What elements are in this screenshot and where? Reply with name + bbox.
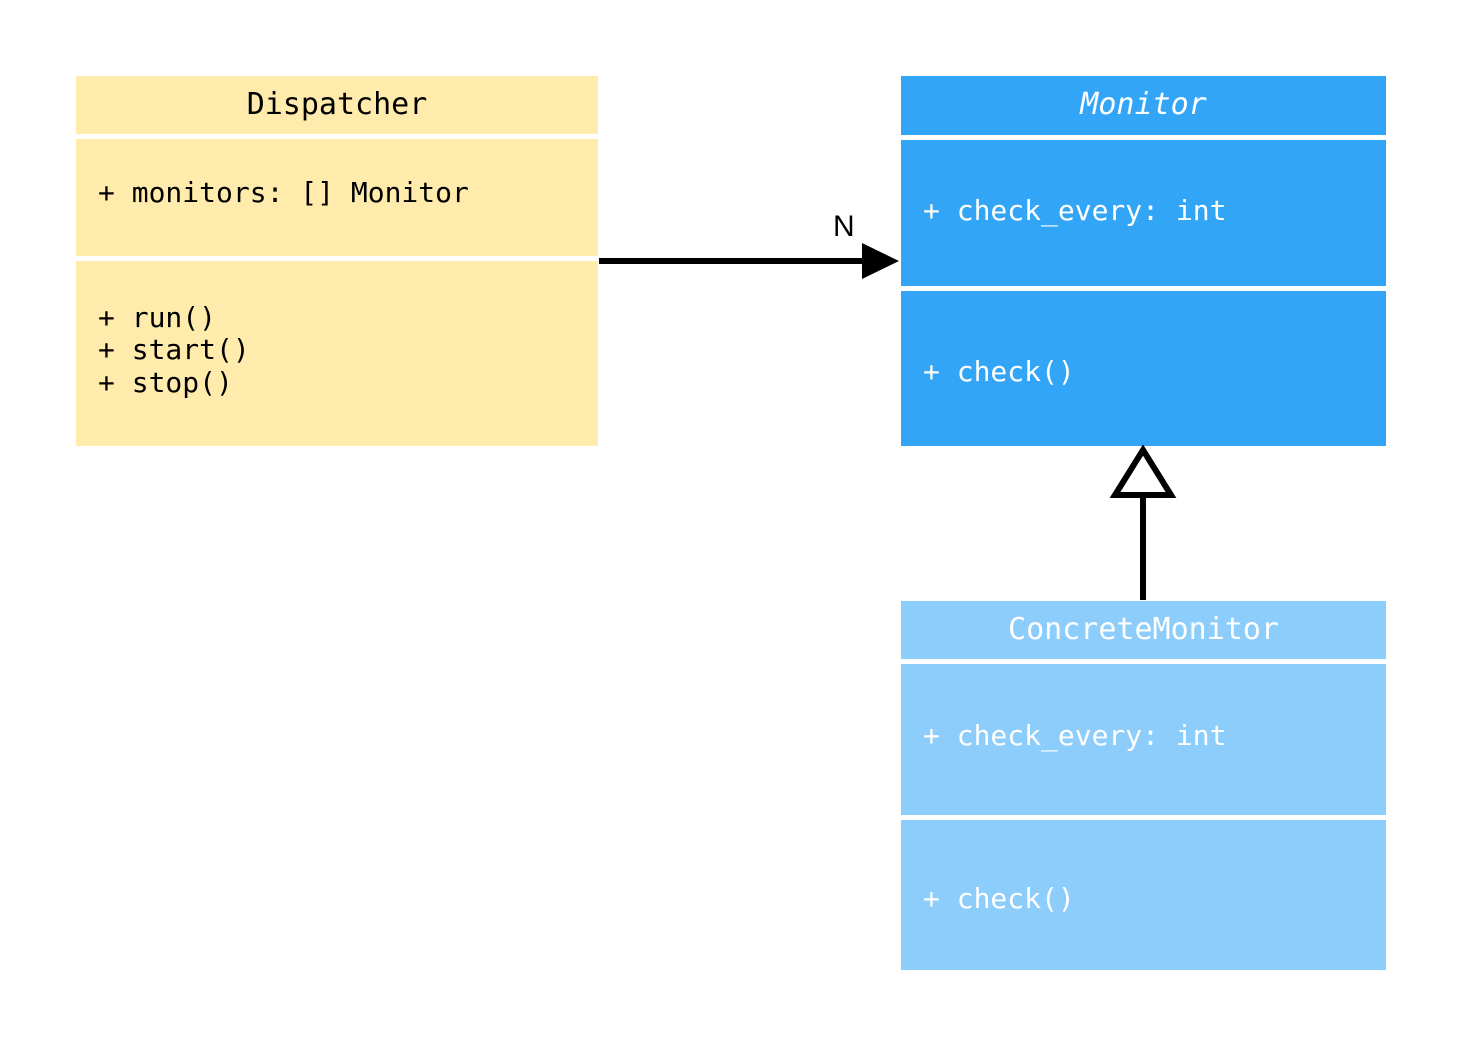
method-concrete-monitor-check: + check(): [923, 882, 1075, 915]
generalization-concrete-monitor-to-monitor: [1109, 444, 1177, 600]
class-methods-dispatcher: + run() + start() + stop(): [76, 261, 598, 446]
class-box-dispatcher[interactable]: Dispatcher + monitors: [] Monitor + run(…: [76, 76, 598, 446]
class-name-dispatcher: Dispatcher: [246, 87, 428, 122]
method-monitor-check: + check(): [923, 355, 1075, 388]
class-header-monitor: Monitor: [901, 76, 1386, 135]
class-attributes-monitor: + check_every: int: [901, 140, 1386, 286]
class-header-dispatcher: Dispatcher: [76, 76, 598, 134]
class-name-monitor: Monitor: [1080, 87, 1207, 122]
method-dispatcher-start: + start(): [98, 333, 250, 367]
class-methods-monitor: + check(): [901, 291, 1386, 446]
hollow-triangle-icon: [1109, 444, 1177, 498]
attribute-monitor-check-every: + check_every: int: [923, 194, 1227, 227]
class-header-concrete-monitor: ConcreteMonitor: [901, 601, 1386, 659]
class-box-concrete-monitor[interactable]: ConcreteMonitor + check_every: int + che…: [901, 601, 1386, 970]
class-name-concrete-monitor: ConcreteMonitor: [1008, 612, 1279, 647]
method-dispatcher-stop: + stop(): [98, 365, 233, 399]
attribute-dispatcher-monitors: + monitors: [] Monitor: [98, 176, 469, 209]
association-dispatcher-to-monitor: [599, 243, 899, 279]
attribute-concrete-monitor-check-every: + check_every: int: [923, 719, 1227, 752]
filled-arrowhead-icon: [862, 243, 899, 279]
class-attributes-dispatcher: + monitors: [] Monitor: [76, 139, 598, 256]
class-attributes-concrete-monitor: + check_every: int: [901, 664, 1386, 815]
class-box-monitor[interactable]: Monitor + check_every: int + check(): [901, 76, 1386, 446]
class-methods-concrete-monitor: + check(): [901, 820, 1386, 970]
method-dispatcher-run: + run(): [98, 301, 217, 334]
multiplicity-label-n: N: [833, 210, 855, 243]
